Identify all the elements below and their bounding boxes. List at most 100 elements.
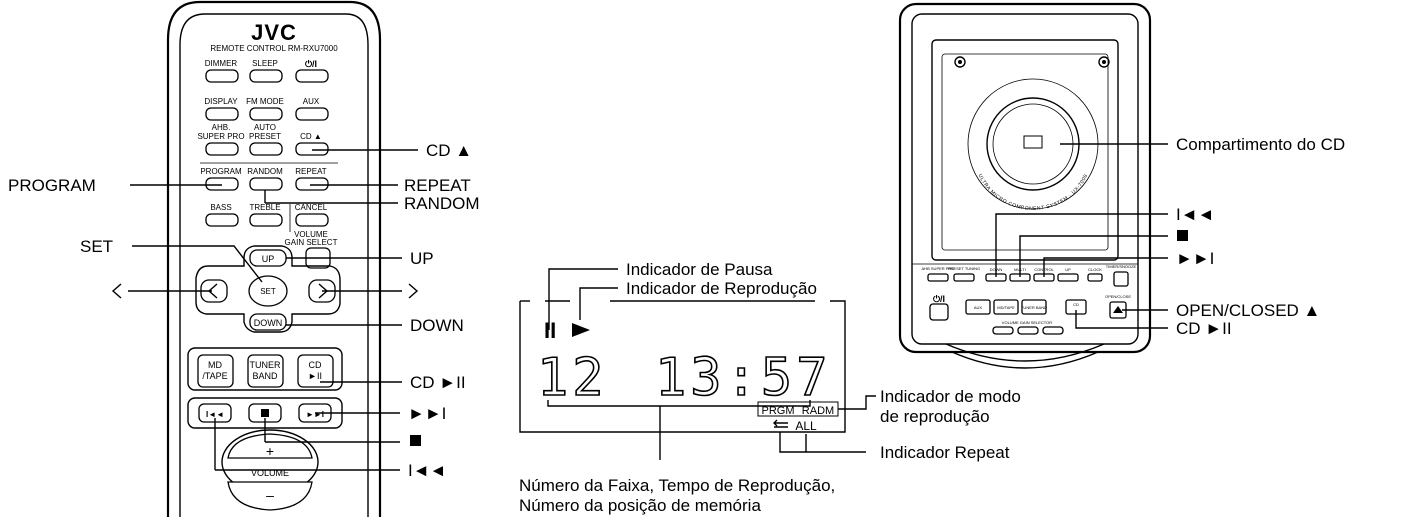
- cd-door-inner: [941, 53, 1109, 251]
- pause-indicator-icon: II: [544, 318, 556, 343]
- unit-up-button[interactable]: [1057, 273, 1079, 282]
- source-group: [187, 347, 343, 391]
- play-time: 13:57: [655, 348, 832, 408]
- volume-down-button[interactable]: [227, 481, 313, 511]
- unit-timer-button[interactable]: [1113, 271, 1129, 287]
- label-preset: PRESET TUNING: [948, 266, 980, 271]
- track-number: 12: [537, 348, 608, 408]
- label-dimmer: DIMMER: [205, 59, 238, 68]
- aux-button[interactable]: [295, 107, 329, 121]
- callout-repeat-indicator: Indicador Repeat: [880, 443, 1010, 462]
- dimmer-button[interactable]: [205, 69, 239, 83]
- callout-stop-icon: [410, 435, 421, 446]
- mode-prgm: PRGM: [762, 405, 795, 417]
- unit-power-icon: ⏻/I: [933, 294, 945, 304]
- label-unit-aux: AUX: [974, 305, 983, 310]
- bass-button[interactable]: [205, 213, 239, 227]
- md-tape-button[interactable]: [197, 354, 234, 388]
- power-button[interactable]: [295, 69, 329, 83]
- display-frame: [519, 300, 846, 433]
- compact-disc-logo-icon: [1023, 135, 1043, 149]
- next-icon: ►►I: [306, 410, 324, 419]
- label-open-close: OPEN/CLOSE: [1105, 294, 1131, 299]
- fm-mode-button[interactable]: [249, 107, 283, 121]
- label-cd-1: CD: [309, 360, 322, 370]
- leader-line: [779, 432, 866, 453]
- unit-vol-sel-button[interactable]: [1042, 326, 1064, 335]
- tuner-band-button[interactable]: [247, 354, 284, 388]
- cd-door: [931, 39, 1119, 261]
- callout-unit-next: ►►I: [1176, 249, 1214, 268]
- screw-icon-center: [958, 60, 962, 64]
- callout-cd-eject: CD ▲: [426, 141, 472, 160]
- set-button[interactable]: [248, 275, 288, 307]
- label-tuner-1: TUNER: [250, 360, 281, 370]
- label-md-1: MD: [208, 360, 222, 370]
- label-cd-2: ►II: [308, 371, 322, 381]
- label-unit-up: UP: [1065, 267, 1071, 272]
- unit-vol-sel-button[interactable]: [1017, 326, 1039, 335]
- cd-eject-button[interactable]: [295, 142, 329, 156]
- callout-open-closed: OPEN/CLOSED ▲: [1176, 301, 1320, 320]
- label-cancel: CANCEL: [295, 203, 328, 212]
- label-volume-gain-1: VOLUME: [294, 230, 328, 239]
- remote-brand: JVC: [251, 20, 297, 45]
- label-up: UP: [262, 254, 275, 264]
- repeat-arrow-icon: [773, 419, 788, 428]
- callout-unit-prev: I◄◄: [1176, 205, 1214, 224]
- callout-mode-1: Indicador de modo: [880, 387, 1021, 406]
- callout-program: PROGRAM: [8, 176, 96, 195]
- callout-cd-play: CD ►II: [410, 373, 466, 392]
- callout-track-1: Número da Faixa, Tempo de Reprodução,: [519, 476, 835, 495]
- label-volume-gain-2: GAIN SELECT: [285, 238, 338, 247]
- remote-body-inner: [179, 13, 369, 517]
- unit-body-inner: [911, 13, 1139, 345]
- display-button[interactable]: [205, 107, 239, 121]
- callout-unit-stop-icon: [1177, 230, 1188, 241]
- eject-icon: [1113, 306, 1123, 313]
- ahb-superpro-button[interactable]: [205, 142, 239, 156]
- unit-clock-button[interactable]: [1087, 273, 1103, 282]
- callout-set: SET: [80, 237, 113, 256]
- label-md-2: /TAPE: [202, 371, 227, 381]
- callout-right-icon: [408, 283, 419, 299]
- callout-next: ►►I: [408, 404, 446, 423]
- screw-icon: [1098, 56, 1110, 68]
- screw-icon-center: [1102, 60, 1106, 64]
- random-button[interactable]: [249, 177, 283, 191]
- treble-button[interactable]: [249, 213, 283, 227]
- auto-preset-button[interactable]: [249, 142, 283, 156]
- label-random: RANDOM: [247, 167, 283, 176]
- main-unit: ULTRA MICRO COMPONENT SYSTEM · UX-7000 A…: [898, 2, 1152, 369]
- label-ahb-2: SUPER PRO: [197, 132, 244, 141]
- down-button[interactable]: [249, 313, 287, 331]
- cd-play-button[interactable]: [297, 354, 334, 388]
- label-fm-mode: FM MODE: [246, 97, 284, 106]
- sleep-button[interactable]: [249, 69, 283, 83]
- label-timer: TIMER/SNOOZE: [1106, 264, 1137, 269]
- remote-body-outline: [166, 0, 382, 517]
- unit-preset-button[interactable]: [953, 273, 975, 282]
- bracket-line: [547, 400, 811, 407]
- unit-tuner-button[interactable]: [1021, 299, 1047, 315]
- callout-mode-2: de reprodução: [880, 407, 990, 426]
- unit-ahb-button[interactable]: [927, 273, 949, 282]
- callout-cd-compartment: Compartimento do CD: [1176, 135, 1345, 154]
- repeat-button[interactable]: [295, 177, 329, 191]
- unit-base: [945, 343, 1105, 362]
- callout-up: UP: [410, 249, 434, 268]
- unit-vol-sel-button[interactable]: [992, 326, 1014, 335]
- label-auto-2: PRESET: [249, 132, 281, 141]
- leader-line: [1075, 310, 1168, 329]
- program-button[interactable]: [205, 177, 239, 191]
- unit-aux-button[interactable]: [965, 299, 991, 315]
- play-indicator-icon: [572, 323, 590, 337]
- cancel-button[interactable]: [295, 213, 329, 227]
- remote-control: JVC REMOTE CONTROL RM-RXU7000 DIMMER SLE…: [166, 0, 382, 517]
- unit-power-button[interactable]: [929, 303, 949, 321]
- volume-up-button[interactable]: [227, 433, 313, 459]
- unit-md-tape-button[interactable]: [993, 299, 1019, 315]
- callout-repeat: REPEAT: [404, 176, 471, 195]
- callout-unit-cd-play: CD ►II: [1176, 319, 1232, 338]
